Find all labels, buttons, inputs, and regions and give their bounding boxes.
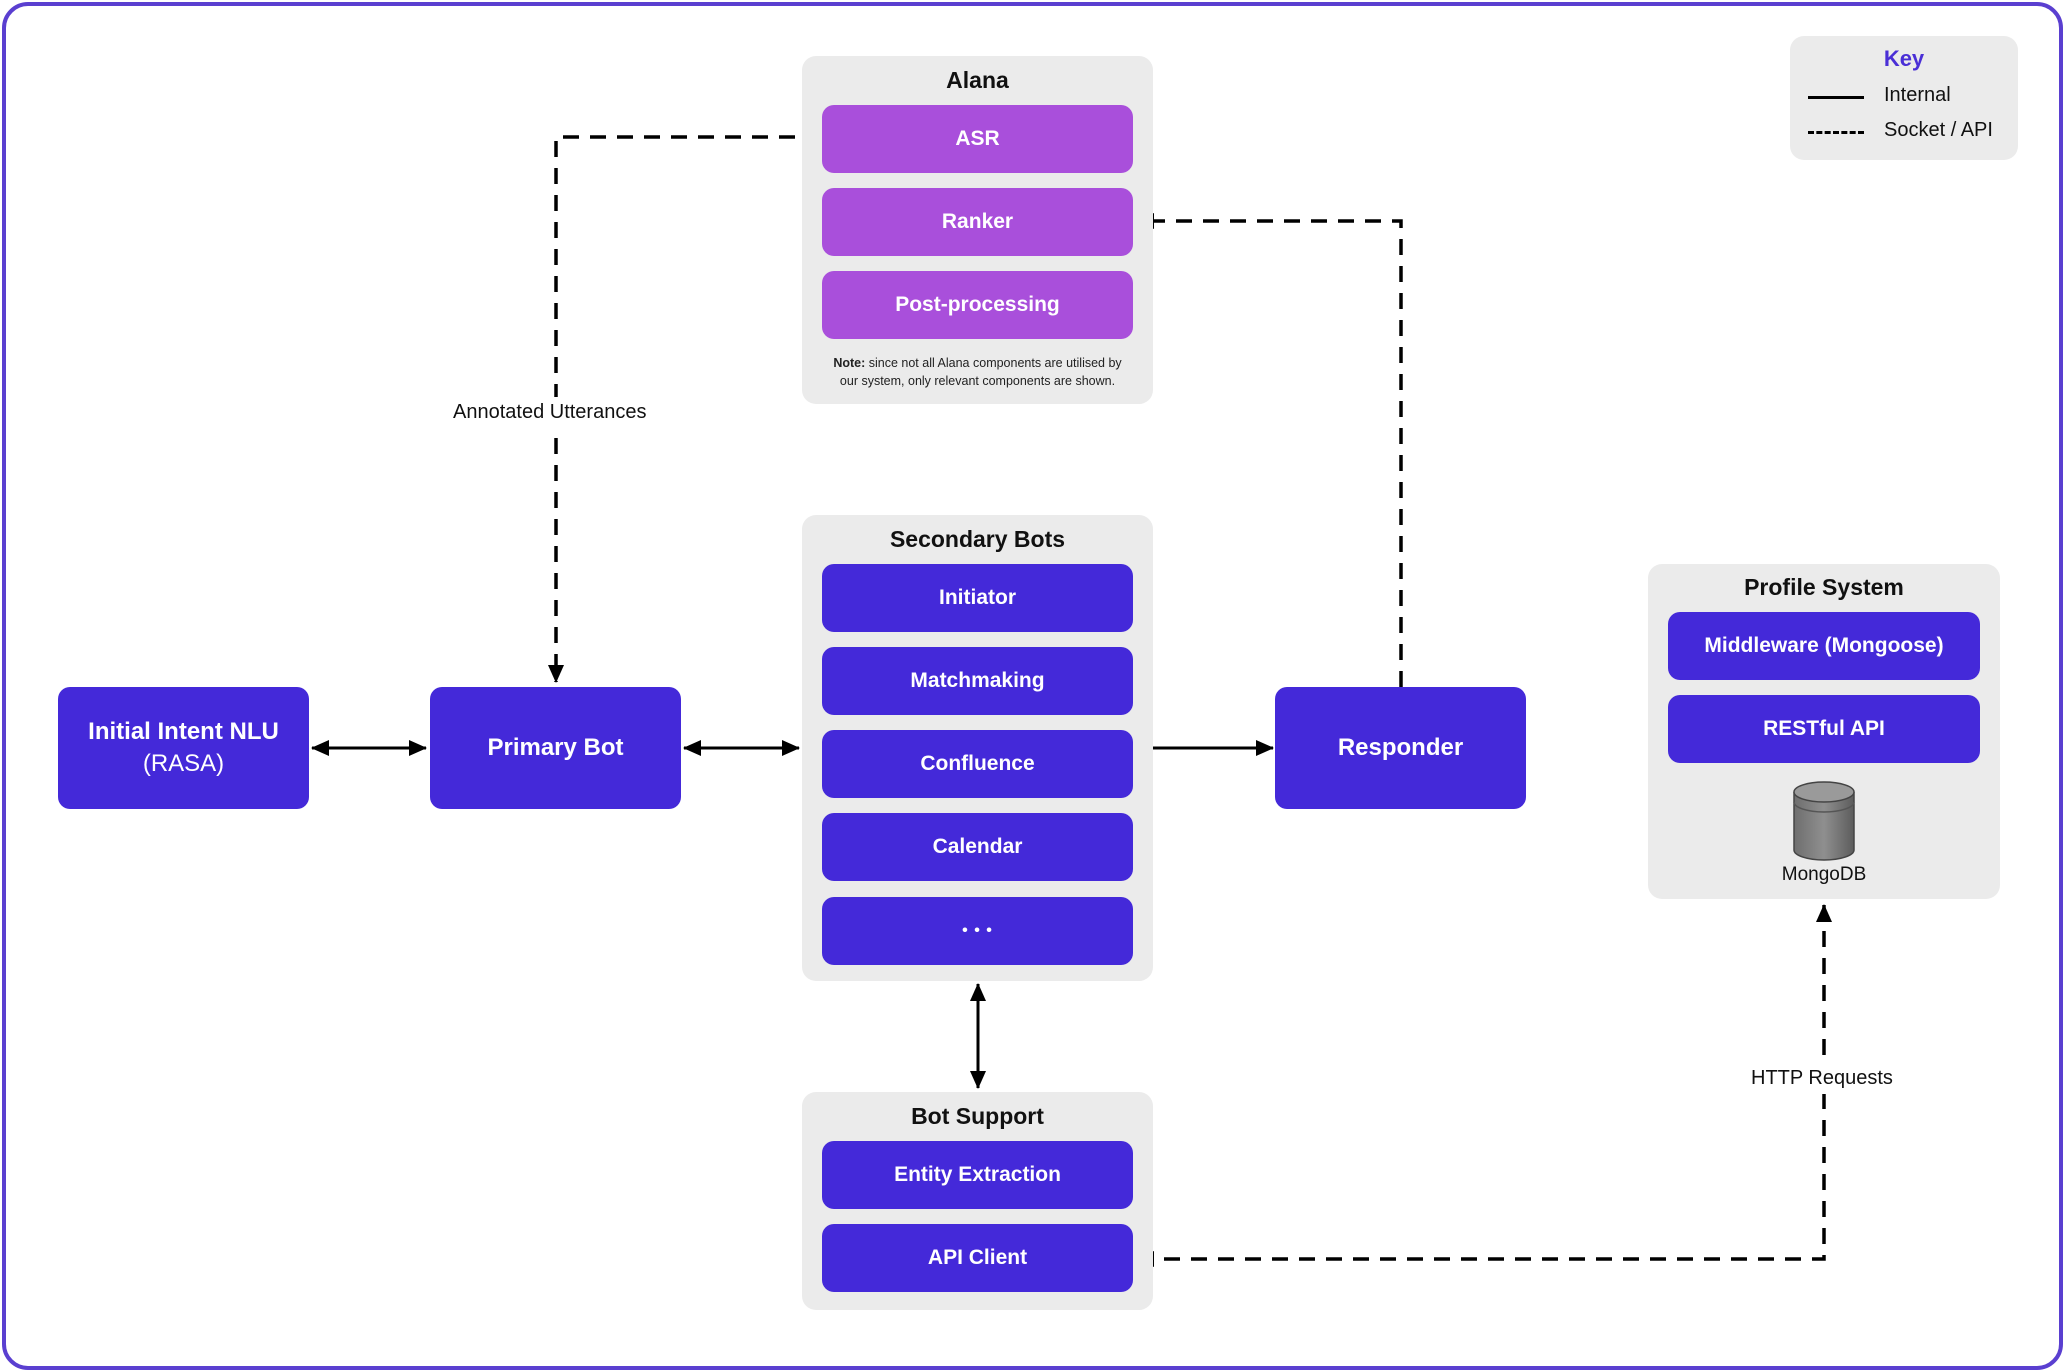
middleware-box[interactable]: Middleware (Mongoose): [1668, 612, 1980, 680]
matchmaking-box[interactable]: Matchmaking: [822, 647, 1133, 715]
profile-system-title: Profile System: [1744, 574, 1904, 600]
legend-key: Key Internal Socket / API: [1790, 36, 2018, 160]
alana-note-bold: Note:: [833, 356, 866, 370]
secondary-bots-group: Secondary Bots Initiator Matchmaking Con…: [802, 515, 1153, 981]
api-client-box[interactable]: API Client: [822, 1224, 1133, 1292]
post-processing-box[interactable]: Post-processing: [822, 271, 1133, 339]
entity-extraction-box[interactable]: Entity Extraction: [822, 1141, 1133, 1209]
key-socket-label: Socket / API: [1884, 119, 1993, 141]
more-bots-box[interactable]: • • •: [822, 897, 1133, 965]
database-cylinder-icon: [1793, 781, 1855, 861]
alana-group: Alana ASR Ranker Post-processing Note: s…: [802, 56, 1153, 404]
initiator-box[interactable]: Initiator: [822, 564, 1133, 632]
mongodb-label: MongoDB: [1781, 864, 1867, 885]
alana-note-line1: since not all Alana components are utili…: [868, 356, 1122, 370]
alana-note-line2: our system, only relevant components are…: [839, 374, 1116, 388]
key-title: Key: [1883, 46, 1925, 71]
initial-intent-sub: (RASA): [142, 750, 225, 777]
arrow-apiclient-mongodb: [1136, 904, 1832, 1267]
arrow-asr-primary: [548, 135, 822, 683]
initial-intent-nlu-box[interactable]: Initial Intent NLU (RASA): [58, 687, 309, 809]
edge-label-annotated-utterances: Annotated Utterances: [447, 397, 653, 428]
bot-support-group: Bot Support Entity Extraction API Client: [802, 1092, 1153, 1310]
responder-box[interactable]: Responder: [1275, 687, 1526, 809]
alana-title: Alana: [946, 67, 1009, 93]
confluence-box[interactable]: Confluence: [822, 730, 1133, 798]
key-internal-label: Internal: [1884, 84, 1951, 106]
initial-intent-title: Initial Intent NLU: [88, 718, 279, 745]
calendar-box[interactable]: Calendar: [822, 813, 1133, 881]
primary-bot-box[interactable]: Primary Bot: [430, 687, 681, 809]
profile-system-group: Profile System Middleware (Mongoose) RES…: [1648, 564, 2000, 899]
secondary-bots-title: Secondary Bots: [889, 526, 1066, 552]
alana-note: Note: since not all Alana components are…: [802, 354, 1153, 390]
key-solid-line: [1808, 96, 1864, 99]
edge-label-http-requests: HTTP Requests: [1745, 1063, 1899, 1094]
asr-box[interactable]: ASR: [822, 105, 1133, 173]
restful-api-box[interactable]: RESTful API: [1668, 695, 1980, 763]
ranker-box[interactable]: Ranker: [822, 188, 1133, 256]
key-dashed-line: [1808, 131, 1864, 134]
bot-support-title: Bot Support: [911, 1103, 1044, 1129]
arrow-responder-ranker: [1136, 213, 1403, 687]
